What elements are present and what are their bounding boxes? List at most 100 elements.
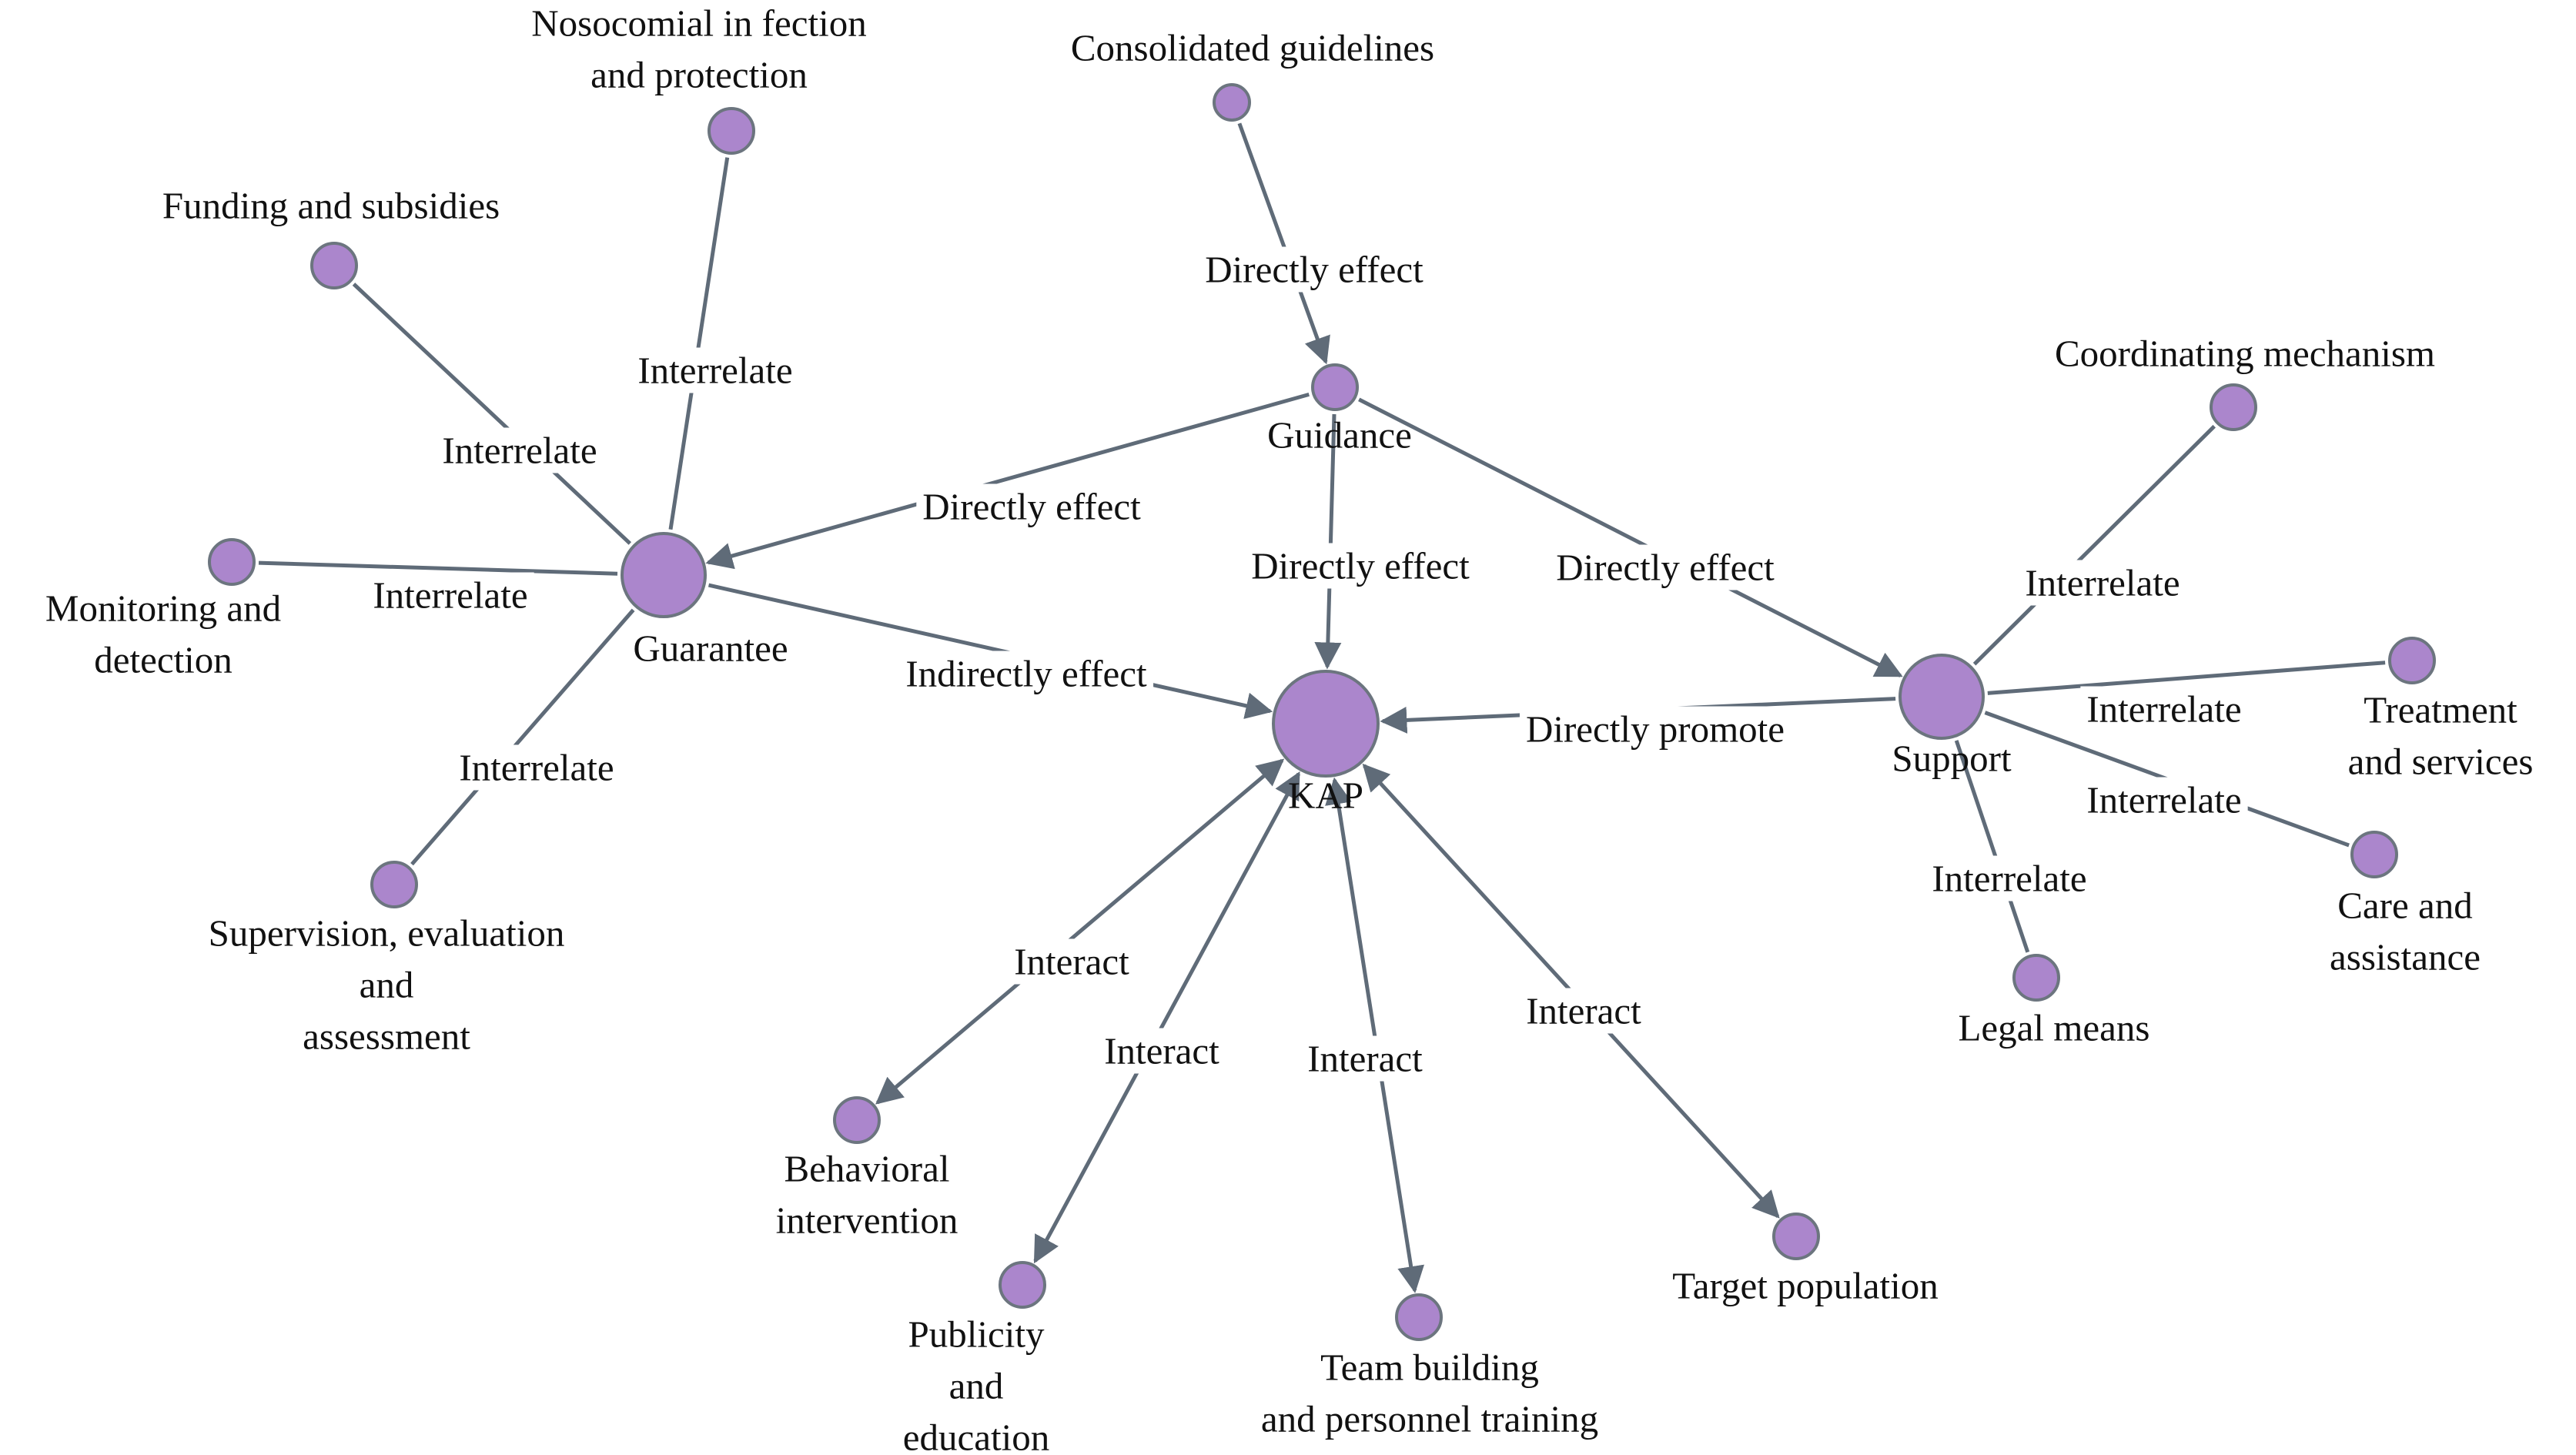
edge-label: Interrelate (2025, 562, 2180, 604)
node-label-publicity: and (949, 1365, 1004, 1407)
node-care (2350, 831, 2398, 878)
edge-legal-support (1954, 740, 2030, 953)
edge-label-background (1520, 988, 1648, 1034)
node-label-supervision: and (360, 964, 414, 1006)
edge-label-group: Directly promote (1519, 706, 1791, 752)
edge-coordinating-support (1972, 424, 2216, 666)
edge-label: Interact (1014, 941, 1129, 983)
node-label-care: assistance (2330, 936, 2481, 978)
edge-label-group: Interact (1098, 1028, 1226, 1074)
edge-label-group: Interrelate (1925, 855, 2093, 901)
node-kap (1272, 670, 1380, 778)
edge-label: Interrelate (2086, 779, 2241, 821)
edge-label: Interrelate (459, 747, 614, 789)
edge-label-background (1519, 706, 1791, 752)
node-label-treatment: and services (2348, 741, 2534, 783)
edge-label-group: Directly effect (1245, 543, 1477, 589)
edge-label-background (2080, 686, 2248, 732)
node-guidance (1311, 363, 1359, 411)
edge-treatment-support (1987, 661, 2386, 695)
edge-guarantee-kap (708, 583, 1273, 719)
edge-label-group: Interrelate (631, 347, 799, 393)
node-label-kap: KAP (1288, 774, 1363, 817)
node-target (1772, 1212, 1820, 1260)
edge-funding-guarantee (352, 283, 632, 545)
node-label-publicity: education (903, 1417, 1049, 1455)
edge-label-background (1301, 1035, 1430, 1082)
edge-label: Interrelate (1932, 858, 2086, 900)
node-label-guarantee: Guarantee (633, 627, 788, 670)
edge-label-background (453, 744, 621, 791)
node-label-publicity: Publicity (908, 1313, 1045, 1356)
edge-label-background (1199, 246, 1430, 293)
edge-label-background (366, 572, 534, 618)
node-label-target: Target population (1672, 1265, 1938, 1307)
node-team (1395, 1293, 1443, 1341)
node-label-behavioral: Behavioral (785, 1148, 950, 1190)
edge-label: Indirectly effect (905, 653, 1147, 695)
edge-label-background (2019, 560, 2186, 606)
edge-nosocomial-guarantee (668, 157, 730, 530)
edge-label: Directly effect (1251, 545, 1470, 587)
edge-label-group: Indirectly effect (899, 651, 1154, 697)
node-label-supervision: assessment (303, 1015, 470, 1058)
edge-label: Directly effect (1205, 249, 1423, 291)
edge-label-group: Interact (1008, 938, 1136, 985)
node-funding (310, 242, 358, 289)
node-label-consolidated: Consolidated guidelines (1071, 27, 1434, 69)
node-label-behavioral: intervention (776, 1199, 958, 1242)
edge-label-group: Interrelate (366, 572, 534, 618)
node-labels-layer: KAPGuidanceGuaranteeSupportConsolidated … (45, 2, 2534, 1455)
node-monitoring (208, 538, 256, 586)
edge-label-group: Directly effect (1550, 544, 1781, 590)
edge-label: Interrelate (442, 430, 597, 472)
edge-label-group: Interrelate (2019, 560, 2186, 606)
edge-label-group: Interrelate (453, 744, 621, 791)
edge-label-group: Directly effect (916, 483, 1148, 530)
edge-label: Interrelate (373, 574, 527, 617)
edge-label-background (2080, 777, 2248, 823)
edge-consolidated-guidance (1237, 122, 1330, 365)
node-consolidated (1213, 83, 1251, 122)
edge-label-background (1550, 544, 1781, 590)
edge-label-background (899, 651, 1154, 697)
edge-label: Directly promote (1526, 708, 1785, 751)
nodes-layer (208, 83, 2436, 1341)
edge-label: Interrelate (637, 350, 792, 392)
edge-supervision-guarantee (410, 608, 635, 866)
node-publicity (999, 1261, 1046, 1309)
edge-label-group: Interact (1301, 1035, 1430, 1082)
node-coordinating (2210, 383, 2257, 431)
edge-monitoring-guarantee (258, 560, 618, 576)
node-label-team: and personnel training (1261, 1398, 1598, 1440)
edge-label: Interrelate (2086, 688, 2241, 731)
node-label-nosocomial: Nosocomial in fection (531, 2, 866, 45)
node-label-coordinating: Coordinating mechanism (2055, 333, 2435, 375)
node-label-treatment: Treatment (2364, 689, 2517, 731)
edge-guidance-kap (1314, 413, 1342, 670)
edge-label: Interact (1104, 1030, 1219, 1072)
edge-label: Interact (1526, 990, 1641, 1032)
edge-team-kap (1325, 777, 1425, 1293)
edge-publicity-kap (1033, 771, 1300, 1264)
node-label-funding: Funding and subsidies (162, 185, 500, 227)
edge-label-group: Interact (1520, 988, 1648, 1034)
edge-label: Interact (1307, 1038, 1423, 1080)
edge-label-background (1925, 855, 2093, 901)
edge-label: Directly effect (1556, 547, 1775, 589)
node-label-monitoring: detection (94, 639, 233, 681)
node-nosocomial (708, 107, 755, 155)
node-label-supervision: Supervision, evaluation (209, 912, 565, 955)
node-label-care: Care and (2337, 885, 2473, 927)
edge-label-group: Directly effect (1199, 246, 1430, 293)
edge-label-background (1008, 938, 1136, 985)
edge-label-group: Interrelate (2080, 686, 2248, 732)
edge-label-background (1245, 543, 1477, 589)
edge-guidance-guarantee (705, 392, 1310, 570)
node-behavioral (833, 1096, 881, 1144)
node-label-support: Support (1892, 738, 2012, 780)
node-label-nosocomial: and protection (590, 54, 808, 96)
edge-guidance-support (1358, 397, 1903, 677)
node-support (1899, 654, 1985, 740)
